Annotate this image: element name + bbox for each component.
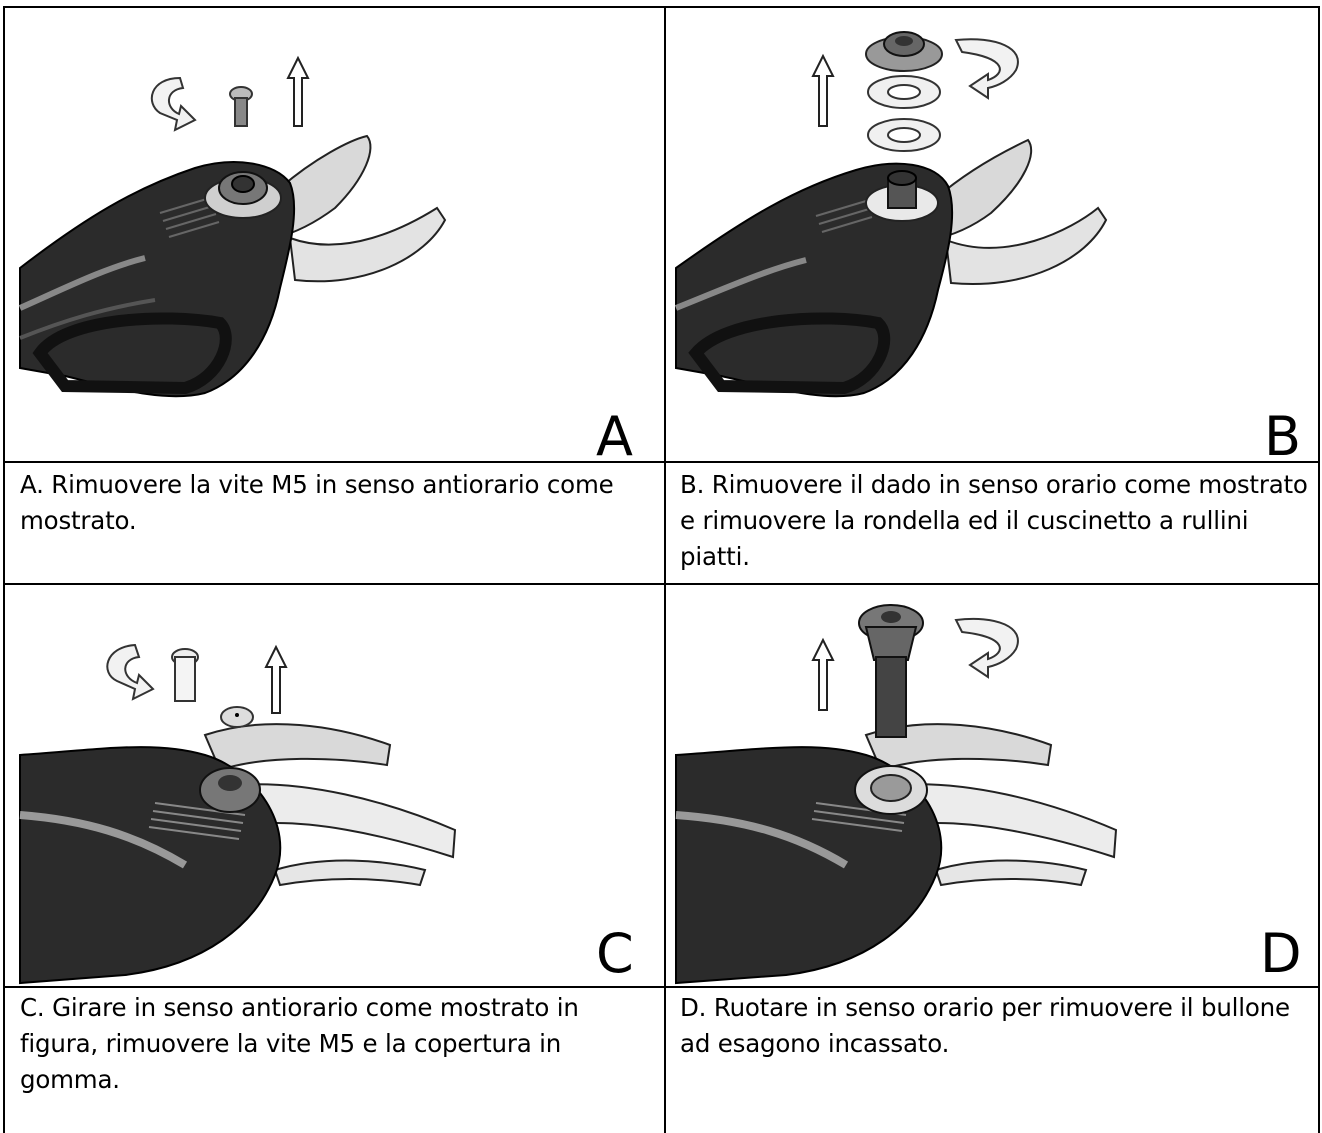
panel-letter: D [1260, 927, 1302, 981]
panel-a-illustration: A [5, 8, 664, 461]
pruner-screw-cover-illustration [5, 585, 664, 986]
panel-caption: C. Girare in senso antiorario come mostr… [20, 990, 650, 1098]
panel-caption: B. Rimuovere il dado in senso orario com… [680, 467, 1316, 575]
row-divider-1 [3, 461, 1320, 463]
panel-letter: A [596, 410, 633, 461]
panel-b-illustration: B [666, 8, 1318, 461]
panel-c-illustration: C [5, 585, 664, 986]
pruner-washer-removal-illustration [666, 8, 1318, 461]
panel-letter: C [596, 927, 634, 981]
panel-letter: B [1264, 410, 1301, 461]
panel-caption: D. Ruotare in senso orario per rimuovere… [680, 990, 1316, 1062]
panel-caption: A. Rimuovere la vite M5 in senso antiora… [20, 467, 650, 539]
table-border-right [1318, 6, 1320, 1133]
pruner-nut-view-illustration [5, 8, 664, 461]
pruner-hex-bolt-illustration [666, 585, 1318, 986]
panel-d-illustration: D [666, 585, 1318, 986]
row-divider-3 [3, 986, 1320, 988]
